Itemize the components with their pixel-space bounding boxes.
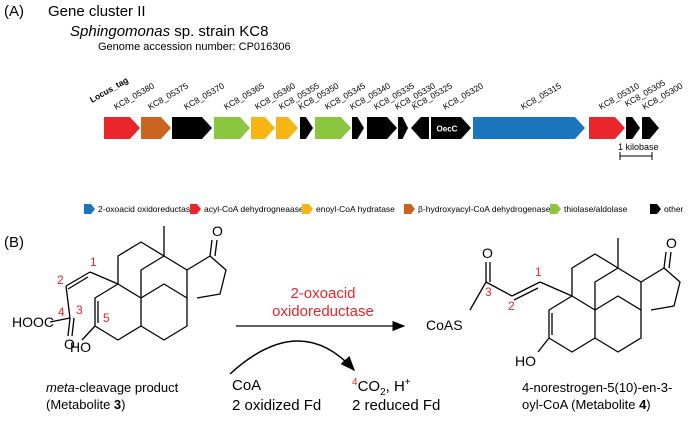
- legend-label: β-hydroxyacyl-CoA dehydrogenase: [418, 204, 551, 214]
- panel-b-label: (B): [4, 234, 24, 251]
- product-metabolite-suffix: ): [646, 397, 651, 412]
- enzyme-name: 2-oxoacid oxidoreductase: [258, 285, 388, 321]
- legend-item: thiolase/aldolase: [550, 202, 627, 216]
- gene-arrow-kc8-05365: [214, 117, 250, 139]
- organism-strain: sp. strain KC8: [170, 23, 269, 40]
- substrate-c5: 5: [103, 311, 110, 325]
- product-caption: 4-norestrogen-5(10)-en-3- oyl-CoA (Metab…: [522, 379, 672, 413]
- h-text: , H: [385, 378, 405, 395]
- legend-label: acyl-CoA dehydrogneaase: [204, 204, 304, 214]
- gene-legend: 2-oxoacid oxidoreductase acyl-CoA dehydro…: [84, 202, 694, 216]
- legend-swatch-icon: [650, 204, 661, 214]
- co2-carbon-number: 4: [352, 377, 358, 388]
- gene-arrow-kc8-05345: [315, 117, 351, 139]
- gene-arrow-kc8-05305: [626, 117, 640, 139]
- panel-a-label: (A): [4, 3, 24, 20]
- legend-item: 2-oxoacid oxidoreductase: [84, 202, 195, 216]
- substrate-acid-o: O: [64, 336, 75, 352]
- cofactor-coa: CoA: [232, 377, 262, 394]
- cluster-title: Gene cluster II: [48, 3, 146, 20]
- substrate-metabolite-number: 3: [113, 397, 122, 412]
- substrate-ho: HO: [70, 339, 91, 355]
- substrate-metabolite-suffix: ): [121, 397, 126, 412]
- gene-arrow-kc8-05375: [141, 117, 171, 139]
- oxidized-fd: 2 oxidized Fd: [232, 397, 322, 414]
- gene-arrow-kc8-05335: [367, 117, 397, 139]
- product-ketone-o: O: [666, 235, 677, 251]
- legend-item: acyl-CoA dehydrogneaase: [190, 202, 304, 216]
- gene-label-oecc: OecC: [437, 125, 458, 134]
- gene-arrow-kc8-05325: [411, 117, 429, 139]
- substrate-c2: 2: [57, 273, 64, 287]
- gene-arrow-kc8-05360: [251, 117, 275, 139]
- gene-arrow-kc8-05315: [473, 117, 585, 139]
- gene-arrow-kc8-05320: [431, 117, 471, 139]
- gene-arrow-kc8-05310: [589, 117, 625, 139]
- product-c1: 1: [535, 265, 542, 279]
- substrate-metabolite-prefix: (Metabolite: [46, 397, 114, 412]
- gene-arrow-kc8-05355: [276, 117, 298, 139]
- h-superscript: +: [404, 377, 411, 388]
- gene-arrow-kc8-05340: [352, 117, 364, 139]
- accession-number: Genome accession number: CP016306: [98, 41, 291, 53]
- locus-tag-label: KC8_05370: [182, 80, 226, 111]
- cofactor-curve-arrow: [229, 340, 356, 375]
- product-metabolite-number: 4: [639, 397, 647, 412]
- product-metabolite-prefix: oyl-CoA (Metabolite: [522, 397, 640, 412]
- product-coas: CoAS: [426, 317, 463, 333]
- product-ho: HO: [515, 353, 536, 369]
- substrate-hooc: HOOC: [12, 314, 54, 330]
- enzyme-name-line2: oxidoreductase: [272, 303, 374, 320]
- enzyme-name-line1: 2-oxoacid: [290, 285, 356, 302]
- co2-h-product: 4CO2, H+: [352, 377, 411, 398]
- co2-subscript: 2: [380, 387, 386, 398]
- legend-swatch-icon: [404, 204, 415, 214]
- substrate-structure: [49, 226, 227, 341]
- organism-genus: Sphingomonas: [70, 23, 171, 40]
- legend-label: thiolase/aldolase: [564, 204, 628, 214]
- legend-swatch-icon: [190, 204, 201, 214]
- legend-item: enoyl-CoA hydratase: [302, 202, 395, 216]
- product-caption-line1: 4-norestrogen-5(10)-en-3-: [522, 380, 673, 395]
- gene-cluster-map: KC8_05380KC8_05375KC8_05370KC8_05365KC8_…: [88, 75, 685, 160]
- legend-swatch-icon: [550, 204, 561, 214]
- legend-label: enoyl-CoA hydratase: [316, 204, 395, 214]
- co2-text: CO: [357, 378, 381, 395]
- gene-arrow-kc8-05370: [172, 117, 212, 139]
- substrate-caption-line1: meta-cleavage product: [46, 379, 178, 396]
- reduced-fd: 2 reduced Fd: [352, 397, 441, 414]
- legend-swatch-icon: [84, 204, 95, 214]
- product-thioester-o: O: [482, 245, 493, 261]
- substrate-name: -cleavage product: [74, 380, 179, 395]
- product-caption-line2: oyl-CoA (Metabolite 4): [522, 396, 672, 413]
- substrate-meta: meta: [46, 380, 75, 395]
- substrate-caption: meta-cleavage product (Metabolite 3): [46, 379, 178, 413]
- locus-tag-label: KC8_05315: [519, 80, 563, 111]
- legend-item: β-hydroxyacyl-CoA dehydrogenase: [404, 202, 550, 216]
- product-c3: 3: [485, 285, 492, 299]
- substrate-caption-line2: (Metabolite 3): [46, 396, 178, 413]
- organism-name: Sphingomonas sp. strain KC8: [70, 23, 268, 40]
- legend-label: other: [664, 204, 684, 214]
- gene-arrow-kc8-05350: [300, 117, 313, 139]
- product-structure: [469, 238, 681, 353]
- scale-bar-label: 1 kilobase: [618, 142, 659, 152]
- gene-arrow-kc8-05380: [104, 117, 140, 139]
- substrate-c1: 1: [90, 255, 97, 269]
- legend-item: other: [650, 202, 683, 216]
- legend-label: 2-oxoacid oxidoreductase: [98, 204, 195, 214]
- gene-arrow-kc8-05330: [398, 117, 408, 139]
- substrate-ketone-o: O: [212, 224, 223, 239]
- gene-arrow-kc8-05300: [642, 117, 659, 139]
- legend-swatch-icon: [302, 204, 313, 214]
- substrate-c4: 4: [58, 305, 65, 319]
- reaction-scheme: O O HOOC HO 1 2 3 4 5 O O CoAS HO 1 2 3: [12, 224, 681, 375]
- substrate-c3: 3: [76, 303, 83, 317]
- product-c2: 2: [508, 299, 515, 313]
